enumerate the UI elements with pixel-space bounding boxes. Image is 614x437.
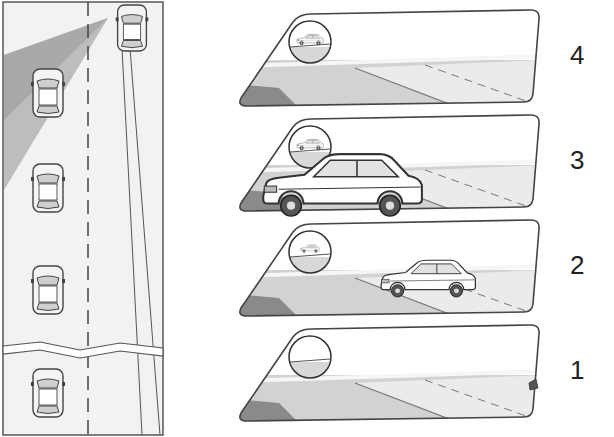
callout-number: 4: [570, 40, 584, 70]
callout-position: 3: [570, 145, 584, 175]
callout-number: 2: [570, 250, 584, 280]
callout-number: 1: [570, 355, 584, 385]
callout-number: 3: [570, 145, 584, 175]
callout-position: 1: [570, 355, 584, 385]
callout-position: 2: [570, 250, 584, 280]
callout-position: 4: [570, 40, 584, 70]
